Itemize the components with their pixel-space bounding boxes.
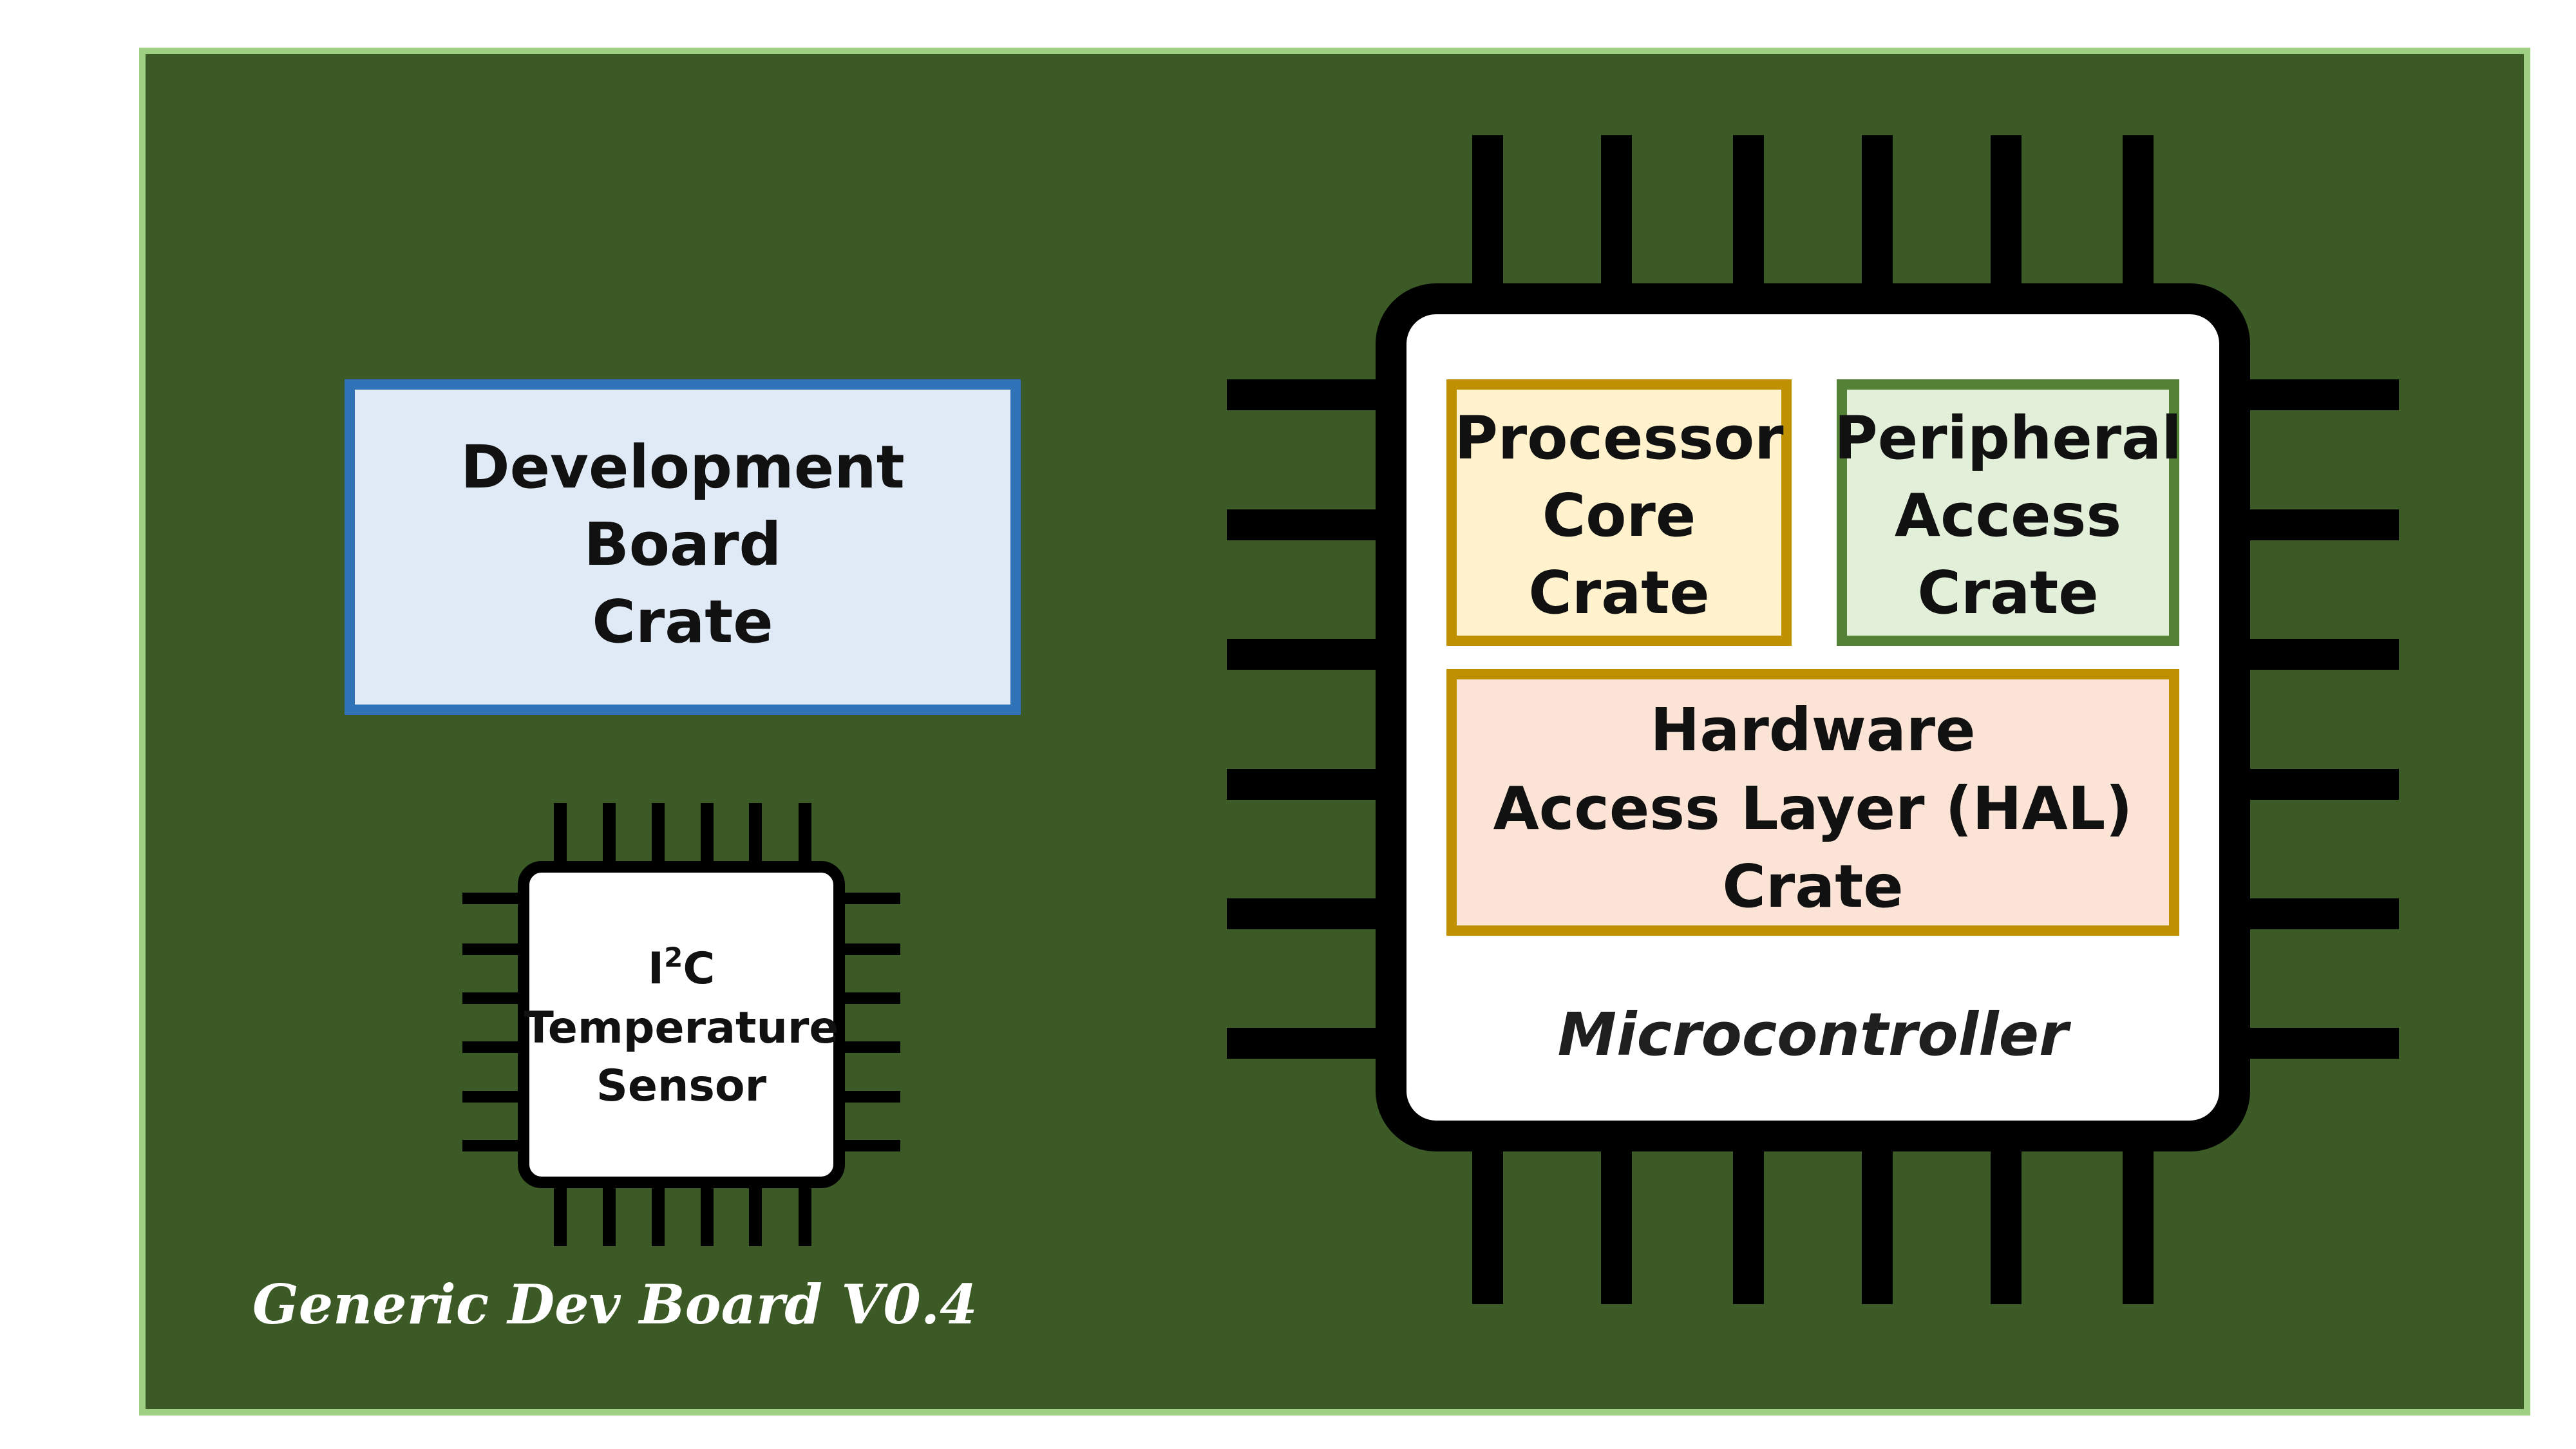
hal-crate-line1: Hardware (1650, 696, 1975, 764)
sensor-pin-right (836, 992, 900, 1004)
mcu-pin-right (2231, 379, 2399, 410)
sensor-pin-left (462, 943, 527, 955)
sensor-pin-bottom (652, 1179, 665, 1246)
sensor-pin-left (462, 1091, 527, 1103)
peripheral-access-crate-line1: Peripheral (1834, 404, 2181, 473)
mcu-pin-bottom (1601, 1133, 1632, 1304)
mcu-pin-left (1227, 1028, 1394, 1059)
sensor-pin-top (701, 803, 714, 870)
sensor-pin-right (836, 943, 900, 955)
dev-board-crate-rect (345, 379, 1021, 715)
mcu-pin-left (1227, 769, 1394, 800)
sensor-pin-left (462, 1140, 527, 1151)
processor-core-crate-line3: Crate (1528, 558, 1709, 627)
sensor-pin-left (462, 992, 527, 1004)
sensor-body (518, 861, 845, 1188)
sensor-pin-right (836, 1041, 900, 1053)
mcu-pin-right (2231, 509, 2399, 540)
sensor-label-i: I (648, 943, 664, 994)
mcu-pin-right (2231, 898, 2399, 929)
mcu-pin-right (2231, 639, 2399, 670)
processor-core-crate-line2: Core (1542, 481, 1696, 550)
processor-core-crate-rect (1446, 379, 1792, 646)
sensor-pin-top (652, 803, 665, 870)
sensor-pin-bottom (799, 1179, 811, 1246)
mcu-pin-top (1472, 135, 1503, 303)
mcu-pin-left (1227, 639, 1394, 670)
mcu-pin-left (1227, 509, 1394, 540)
hal-crate-rect (1446, 669, 2179, 936)
mcu-pin-left (1227, 379, 1394, 410)
board-signature: Generic Dev Board V0.4 (252, 1273, 978, 1336)
sensor-pin-left (462, 893, 527, 904)
dev-board-crate-line1: Development (460, 433, 904, 502)
sensor-pin-top (799, 803, 811, 870)
microcontroller-pins (1227, 135, 2399, 1304)
sensor-pin-bottom (749, 1179, 762, 1246)
sensor-pin-bottom (554, 1179, 567, 1246)
dev-board-crate-line3: Crate (592, 587, 773, 656)
sensor-label-c: C (683, 943, 715, 994)
peripheral-access-crate-line3: Crate (1917, 558, 2098, 627)
mcu-pin-bottom (1733, 1133, 1764, 1304)
mcu-pin-bottom (1991, 1133, 2022, 1304)
temperature-sensor-chip: I2C Temperature Sensor (518, 861, 845, 1188)
hal-crate-line2: Access Layer (HAL) (1493, 774, 2133, 843)
sensor-pin-bottom (603, 1179, 616, 1246)
mcu-pin-top (1991, 135, 2022, 303)
mcu-pin-left (1227, 898, 1394, 929)
processor-core-crate-line1: Processor (1454, 404, 1784, 473)
mcu-pin-top (1601, 135, 1632, 303)
sensor-pin-top (554, 803, 567, 870)
sensor-label-line2: Temperature (524, 1003, 838, 1054)
sensor-label-line3: Sensor (596, 1061, 767, 1112)
sensor-pin-right (836, 893, 900, 904)
microcontroller-label: Microcontroller (1558, 1000, 2072, 1069)
hal-crate-line3: Crate (1722, 852, 1903, 921)
sensor-label-superscript: 2 (664, 942, 683, 973)
dev-board-crate-box: Development Board Crate (345, 379, 1021, 715)
microcontroller-chip: Processor Core Crate Peripheral Access C… (1376, 283, 2250, 1151)
peripheral-access-crate-line2: Access (1895, 481, 2121, 550)
sensor-label-line1: I2C (648, 942, 715, 994)
mcu-pin-top (1733, 135, 1764, 303)
sensor-pins (462, 803, 900, 1246)
mcu-pin-top (1862, 135, 1893, 303)
mcu-pin-top (2123, 135, 2154, 303)
sensor-pin-left (462, 1041, 527, 1053)
peripheral-access-crate-rect (1837, 379, 2179, 646)
sensor-pin-right (836, 1091, 900, 1103)
sensor-pin-right (836, 1140, 900, 1151)
mcu-pin-right (2231, 769, 2399, 800)
mcu-pin-right (2231, 1028, 2399, 1059)
sensor-pin-bottom (701, 1179, 714, 1246)
sensor-pin-top (603, 803, 616, 870)
mcu-pin-bottom (2123, 1133, 2154, 1304)
sensor-pin-top (749, 803, 762, 870)
mcu-pin-bottom (1862, 1133, 1893, 1304)
dev-board-crate-line2: Board (584, 510, 782, 579)
mcu-pin-bottom (1472, 1133, 1503, 1304)
